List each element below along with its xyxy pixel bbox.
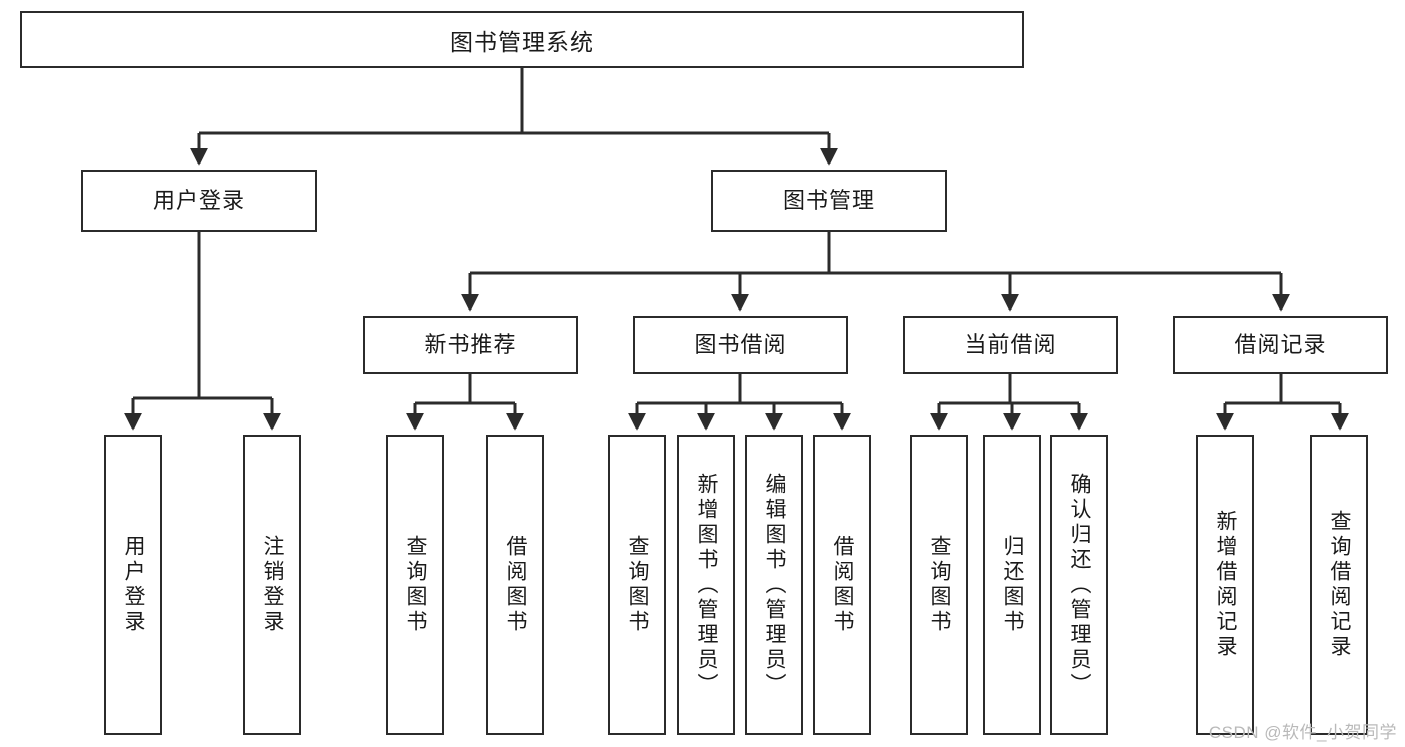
leaf-edit-book[interactable]: 编辑图书（管理员） xyxy=(745,435,803,735)
leaf-add-borrow-record-label: 新增借阅记录 xyxy=(1214,510,1238,660)
leaf-logout-label: 注销登录 xyxy=(261,535,285,635)
leaf-query-book-3[interactable]: 查询图书 xyxy=(910,435,968,735)
leaf-logout[interactable]: 注销登录 xyxy=(243,435,301,735)
node-new-book-recommend-label: 新书推荐 xyxy=(424,331,517,357)
leaf-return-book[interactable]: 归还图书 xyxy=(983,435,1041,735)
node-new-book-recommend[interactable]: 新书推荐 xyxy=(363,316,578,374)
leaf-query-borrow-record-label: 查询借阅记录 xyxy=(1328,510,1352,660)
leaf-add-borrow-record[interactable]: 新增借阅记录 xyxy=(1196,435,1254,735)
leaf-edit-book-label: 编辑图书（管理员） xyxy=(763,472,787,698)
leaf-add-book[interactable]: 新增图书（管理员） xyxy=(677,435,735,735)
watermark: CSDN @软件_小贺同学 xyxy=(1208,723,1397,742)
node-root-label: 图书管理系统 xyxy=(450,28,594,55)
node-user-login-label: 用户登录 xyxy=(152,187,245,213)
leaf-query-book-2[interactable]: 查询图书 xyxy=(608,435,666,735)
node-book-borrow-label: 图书借阅 xyxy=(694,331,787,357)
leaf-query-book-1[interactable]: 查询图书 xyxy=(386,435,444,735)
leaf-borrow-book-1-label: 借阅图书 xyxy=(504,535,528,635)
node-current-borrow[interactable]: 当前借阅 xyxy=(903,316,1118,374)
node-user-login[interactable]: 用户登录 xyxy=(81,170,317,232)
leaf-query-borrow-record[interactable]: 查询借阅记录 xyxy=(1310,435,1368,735)
leaf-borrow-book-1[interactable]: 借阅图书 xyxy=(486,435,544,735)
leaf-query-book-2-label: 查询图书 xyxy=(626,535,650,635)
leaf-user-login[interactable]: 用户登录 xyxy=(104,435,162,735)
node-book-borrow[interactable]: 图书借阅 xyxy=(633,316,848,374)
leaf-user-login-label: 用户登录 xyxy=(122,535,146,635)
leaf-borrow-book-2[interactable]: 借阅图书 xyxy=(813,435,871,735)
leaf-add-book-label: 新增图书（管理员） xyxy=(695,472,719,698)
leaf-confirm-return-label: 确认归还（管理员） xyxy=(1068,472,1092,698)
node-current-borrow-label: 当前借阅 xyxy=(964,331,1057,357)
leaf-query-book-3-label: 查询图书 xyxy=(928,535,952,635)
node-book-manage-label: 图书管理 xyxy=(782,187,875,213)
node-book-manage[interactable]: 图书管理 xyxy=(711,170,947,232)
leaf-confirm-return[interactable]: 确认归还（管理员） xyxy=(1050,435,1108,735)
leaf-query-book-1-label: 查询图书 xyxy=(404,535,428,635)
node-root-system[interactable]: 图书管理系统 xyxy=(20,11,1024,68)
node-borrow-record[interactable]: 借阅记录 xyxy=(1173,316,1388,374)
leaf-return-book-label: 归还图书 xyxy=(1001,535,1025,635)
leaf-borrow-book-2-label: 借阅图书 xyxy=(831,535,855,635)
node-borrow-record-label: 借阅记录 xyxy=(1234,331,1327,357)
